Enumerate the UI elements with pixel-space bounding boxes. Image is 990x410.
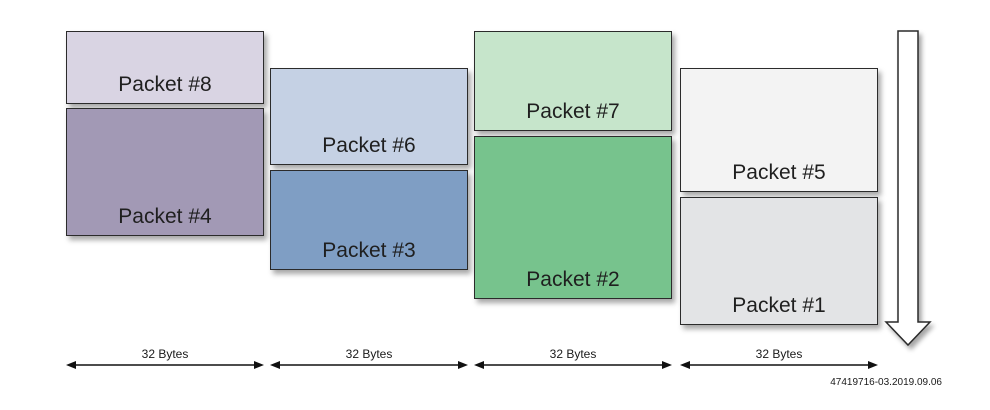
width-arrow-2 bbox=[270, 361, 468, 369]
order-down-arrow-icon bbox=[884, 30, 932, 347]
width-label-4: 32 Bytes bbox=[755, 347, 803, 361]
width-label-3: 32 Bytes bbox=[549, 347, 597, 361]
packet-1-label: Packet #1 bbox=[732, 294, 826, 317]
width-arrow-1 bbox=[66, 361, 264, 369]
packet-7-block: Packet #7 bbox=[474, 31, 672, 131]
packet-8-block: Packet #8 bbox=[66, 31, 264, 104]
packet-5-label: Packet #5 bbox=[732, 161, 826, 184]
packet-7-label: Packet #7 bbox=[526, 100, 620, 123]
packet-2-block: Packet #2 bbox=[474, 136, 672, 299]
packet-6-label: Packet #6 bbox=[322, 134, 416, 157]
width-arrow-4 bbox=[680, 361, 878, 369]
width-arrow-3 bbox=[474, 361, 672, 369]
packet-1-block: Packet #1 bbox=[680, 197, 878, 325]
width-label-1: 32 Bytes bbox=[141, 347, 189, 361]
packet-4-block: Packet #4 bbox=[66, 108, 264, 236]
packet-4-label: Packet #4 bbox=[118, 205, 212, 228]
packet-6-block: Packet #6 bbox=[270, 68, 468, 165]
packet-3-label: Packet #3 bbox=[322, 239, 416, 262]
packet-2-label: Packet #2 bbox=[526, 268, 620, 291]
packet-8-label: Packet #8 bbox=[118, 73, 212, 96]
width-label-2: 32 Bytes bbox=[345, 347, 393, 361]
packet-5-block: Packet #5 bbox=[680, 68, 878, 192]
document-id: 47419716-03.2019.09.06 bbox=[830, 377, 942, 388]
packet-3-block: Packet #3 bbox=[270, 170, 468, 270]
